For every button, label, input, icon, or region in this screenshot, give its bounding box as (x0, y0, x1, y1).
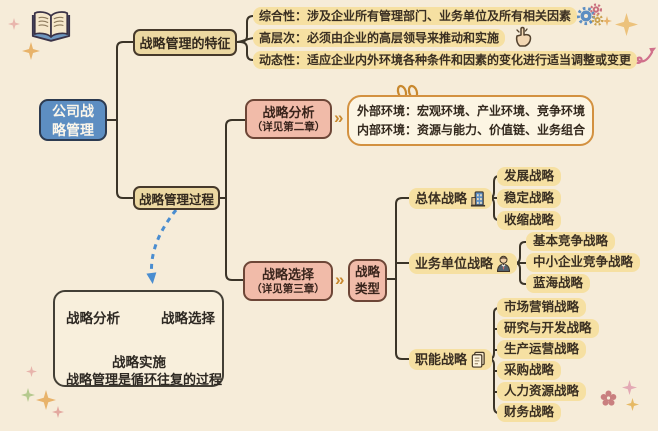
sparkle-icon (21, 388, 35, 402)
strategy-leaf-development: 发展战略 (497, 167, 562, 186)
strategy-leaf-procurement: 采购战略 (497, 361, 562, 380)
sparkle-icon (8, 18, 20, 30)
strategy-leaf-finance: 财务战略 (497, 403, 562, 422)
strategy-leaf-basic-competitive: 基本竞争战略 (526, 232, 616, 251)
cycle-node-implementation: 战略实施 (112, 355, 166, 370)
pointing-hand-icon (515, 26, 532, 47)
choice-title: 战略选择 (261, 266, 314, 282)
choice-node: 战略选择 （详见第三章） (243, 261, 333, 301)
features-label: 战略管理的特征 (139, 36, 231, 51)
process-label: 战略管理过程 (138, 192, 214, 207)
feature-item-dynamic: 动态性：适应企业内外环境各种条件和因素的变化进行适当调整或变更 (253, 51, 638, 69)
chevron-separator: » (335, 270, 345, 289)
internal-environment-line: 内部环境：资源与能力、价值链、业务组合 (357, 123, 586, 137)
strategy-leaf-retrenchment: 收缩战略 (497, 211, 562, 230)
feature-item-comprehensive: 综合性：涉及企业所有管理部门、业务单位及所有相关因素 (253, 7, 578, 25)
features-node: 战略管理的特征 (133, 29, 237, 56)
flower-icon (600, 390, 617, 406)
sparkle-icon (615, 13, 638, 36)
sparkle-icon (52, 406, 64, 418)
strategy-leaf-sme-competitive: 中小企业竞争战略 (526, 253, 641, 272)
open-book-icon (31, 11, 71, 42)
sparkle-icon (26, 366, 37, 377)
type-label: 职能战略 (415, 352, 468, 367)
strategy-type-node: 战略类型 (348, 259, 387, 302)
strategy-type-label: 战略类型 (354, 264, 380, 296)
sparkle-icon (36, 390, 56, 410)
type-node-functional: 职能战略 (409, 349, 493, 370)
chevron-separator: » (334, 108, 344, 127)
type-node-business-unit: 业务单位战略 (409, 253, 518, 274)
strategy-leaf-marketing: 市场营销战略 (497, 298, 587, 317)
sparkle-icon (22, 42, 40, 60)
analysis-title: 战略分析 (262, 104, 315, 120)
gears-icon (576, 3, 604, 26)
type-label: 总体战略 (415, 191, 468, 206)
root-label: 公司战略管理 (52, 103, 94, 138)
strategy-leaf-stability: 稳定战略 (497, 189, 562, 208)
strategy-leaf-blue-ocean: 蓝海战略 (526, 274, 591, 293)
analysis-node: 战略分析 （详见第二章） (245, 99, 332, 139)
choice-subtitle: （详见第三章） (251, 282, 325, 295)
strategy-leaf-rnd: 研究与开发战略 (497, 319, 599, 338)
analysis-subtitle: （详见第二章） (251, 120, 326, 133)
type-label: 业务单位战略 (415, 256, 494, 271)
environment-box: 外部环境：宏观环境、产业环境、竞争环境 内部环境：资源与能力、价值链、业务组合 (347, 95, 594, 146)
cycle-caption: 战略管理是循环往复的过程 (66, 372, 223, 387)
sparkle-icon (602, 16, 612, 26)
strategy-leaf-operations: 生产运营战略 (497, 340, 587, 359)
building-icon (470, 191, 486, 207)
process-node: 战略管理过程 (133, 186, 220, 210)
cycle-node-analysis: 战略分析 (66, 311, 120, 326)
external-environment-line: 外部环境：宏观环境、产业环境、竞争环境 (357, 104, 586, 118)
sparkle-icon (622, 380, 637, 395)
strategy-leaf-hr: 人力资源战略 (497, 382, 587, 401)
cycle-node-choice: 战略选择 (161, 311, 215, 326)
root-node: 公司战略管理 (39, 99, 107, 141)
sparkle-icon (626, 398, 639, 411)
dashed-arrow (146, 209, 178, 284)
type-node-overall: 总体战略 (409, 188, 493, 209)
businessman-icon (497, 255, 511, 272)
curly-arrow-icon (634, 47, 657, 64)
feature-item-highlevel: 高层次：必须由企业的高层领导来推动和实施 (253, 29, 506, 47)
document-icon (471, 351, 485, 368)
